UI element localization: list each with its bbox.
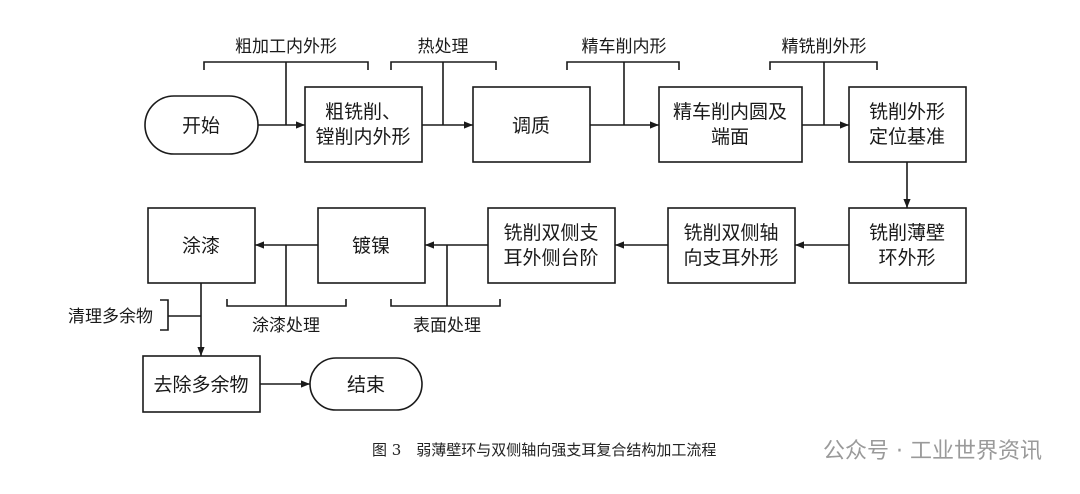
bracket-fine-turn-inner: [566, 61, 680, 125]
bracket-fine-mill-outer: [769, 61, 878, 125]
paint-label: 涂漆: [182, 235, 220, 257]
rough-mill-label-1: 粗铣削、: [325, 101, 401, 123]
fine-turn-box: [658, 86, 803, 163]
label-rough-inner-outer: 粗加工内外形: [235, 37, 337, 57]
rough-mill-box: [304, 86, 423, 163]
end-label: 结束: [347, 374, 385, 396]
axial-lug-label-1: 铣削双侧轴: [683, 222, 778, 244]
axial-lug-label-2: 向支耳外形: [683, 247, 778, 269]
rough-mill-label-2: 镗削内外形: [315, 126, 410, 148]
label-clean-excess: 清理多余物: [68, 307, 153, 327]
lug-step-box: [487, 207, 616, 284]
label-heat-treat: 热处理: [418, 37, 469, 57]
mill-outer-label-1: 铣削外形: [869, 101, 945, 123]
mill-outer-box: [848, 86, 967, 163]
watermark: 公众号 · 工业世界资讯: [823, 439, 1042, 464]
bracket-surface-process: [390, 245, 501, 307]
axial-lug-box: [667, 207, 796, 284]
remove-label: 去除多余物: [153, 374, 248, 396]
bracket-heat-treat: [390, 61, 497, 125]
nickel-label: 镀镍: [352, 235, 390, 257]
label-surface-process: 表面处理: [413, 316, 481, 336]
thin-wall-label-2: 环外形: [878, 247, 935, 269]
bracket-rough-inner-outer: [203, 61, 369, 125]
lug-step-label-1: 铣削双侧支: [503, 222, 598, 244]
bracket-paint-process: [226, 245, 347, 307]
mill-outer-label-2: 定位基准: [869, 126, 945, 148]
thin-wall-box: [848, 207, 967, 284]
thin-wall-label-1: 铣削薄壁: [869, 222, 945, 244]
fine-turn-label-2: 端面: [711, 126, 749, 148]
label-fine-turn-inner: 精车削内形: [582, 37, 667, 57]
label-fine-mill-outer: 精铣削外形: [782, 37, 867, 57]
figure-caption: 图 3 弱薄壁环与双侧轴向强支耳复合结构加工流程: [372, 441, 716, 459]
bracket-clean-excess: [160, 299, 201, 331]
label-paint-process: 涂漆处理: [252, 316, 320, 336]
start-label: 开始: [182, 115, 220, 137]
temper-label: 调质: [512, 115, 550, 137]
lug-step-label-2: 耳外侧台阶: [503, 247, 598, 269]
fine-turn-label-1: 精车削内圆及: [673, 101, 787, 123]
